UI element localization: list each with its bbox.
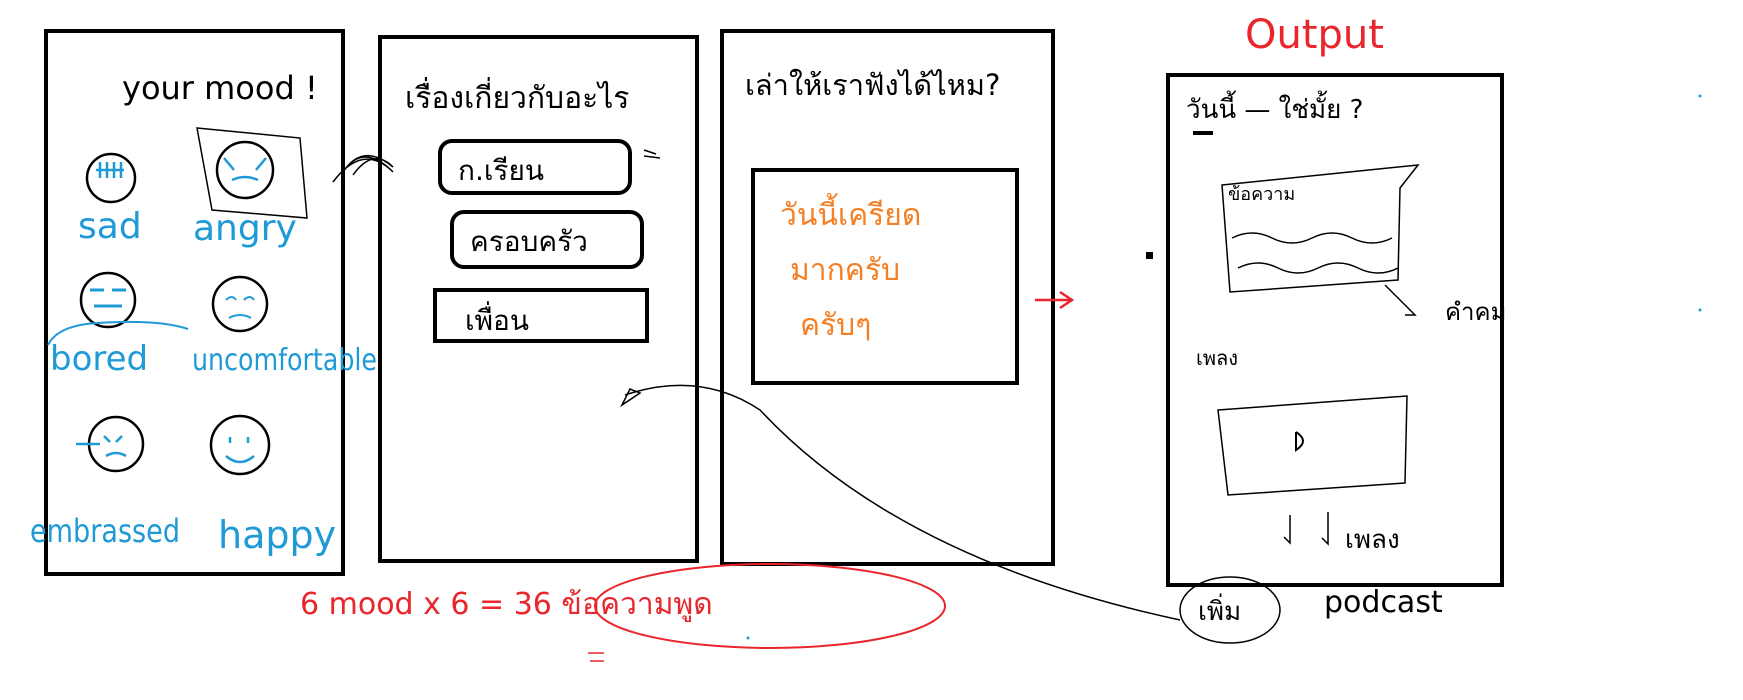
stray-dot <box>1698 308 1702 312</box>
topic-panel-title: เรื่องเกี่ยวกับอะไร <box>405 77 629 116</box>
topic-option-family-label: ครอบครัว <box>470 225 588 258</box>
more-button-label: เพิ่ม <box>1198 593 1241 627</box>
dot-marker <box>1146 252 1153 259</box>
mood-panel-title: your mood ! <box>122 69 318 107</box>
output-section-label: เพลง <box>1196 346 1238 370</box>
share-text-line-1: วันนี้เครียด <box>780 193 921 233</box>
mood-label-happy: happy <box>218 513 336 557</box>
mood-angry[interactable]: angry <box>193 127 308 249</box>
mood-label-bored: bored <box>50 339 148 379</box>
output-card-label: ข้อความ <box>1228 184 1295 205</box>
output-card-note: คำคม <box>1445 298 1506 326</box>
uncomfortable-face-icon <box>211 275 269 333</box>
topic-option-friend-label: เพื่อน <box>465 301 529 337</box>
share-text-line-3: ครับๆ <box>800 308 871 343</box>
topic-option-study[interactable]: ก.เรียน <box>438 139 632 195</box>
mood-label-uncomfortable: uncomfortable <box>192 343 377 378</box>
return-arrow <box>624 384 1181 621</box>
output-quote-card: ข้อความ <box>1221 164 1420 293</box>
output-music-label: เพลง <box>1345 525 1400 555</box>
mood-label-embrassed: embrassed <box>30 512 180 550</box>
mood-embrassed[interactable]: embrassed <box>30 415 180 550</box>
bored-face-icon <box>79 271 137 329</box>
more-button[interactable]: เพิ่ม <box>1179 576 1281 644</box>
return-arrow-head-icon <box>620 388 642 408</box>
formula-annotation: 6 mood x 6 = 36 ข้อความพูด <box>300 563 946 662</box>
happy-face-icon <box>209 414 271 476</box>
transition-scribble <box>332 154 394 183</box>
share-panel-title: เล่าให้เราฟังได้ไหม? <box>745 68 1000 102</box>
output-media-player[interactable] <box>1217 395 1408 496</box>
share-panel: เล่าให้เราฟังได้ไหม? วันนี้เครียด มากครั… <box>720 29 1055 566</box>
output-panel: Output วันนี้ — ใช่มั้ย ? ข้อความ คำคม เ… <box>1166 12 1506 587</box>
red-arrow-icon <box>1035 290 1075 310</box>
mood-panel: your mood ! sad angry bored uncomfortabl… <box>30 29 377 576</box>
mood-bored[interactable]: bored <box>47 271 189 379</box>
mood-label-angry: angry <box>193 208 297 249</box>
mood-happy[interactable]: happy <box>209 414 336 557</box>
topic-panel: เรื่องเกี่ยวกับอะไร ก.เรียน ครอบครัว เพื… <box>378 35 699 563</box>
mood-sad[interactable]: sad <box>78 152 142 247</box>
mood-label-sad: sad <box>78 206 142 247</box>
play-icon[interactable] <box>1295 431 1304 452</box>
share-text-box[interactable]: วันนี้เครียด มากครับ ครับๆ <box>751 168 1019 385</box>
sad-face-icon <box>85 152 137 204</box>
podcast-label[interactable]: podcast <box>1324 585 1443 620</box>
stray-dot <box>746 636 750 640</box>
formula-text: 6 mood x 6 = 36 ข้อความพูด <box>300 587 713 622</box>
topic-option-study-label: ก.เรียน <box>458 154 544 187</box>
output-question: วันนี้ — ใช่มั้ย ? <box>1186 90 1363 125</box>
stray-dot <box>1698 94 1702 98</box>
cursor-marker <box>1193 131 1213 135</box>
angry-face-icon <box>215 140 275 200</box>
mood-uncomfortable[interactable]: uncomfortable <box>192 275 377 378</box>
output-header: Output <box>1245 12 1384 58</box>
topic-option-family[interactable]: ครอบครัว <box>450 210 644 269</box>
share-text-line-2: มากครับ <box>790 253 900 288</box>
topic-option-friend[interactable]: เพื่อน <box>433 288 649 343</box>
